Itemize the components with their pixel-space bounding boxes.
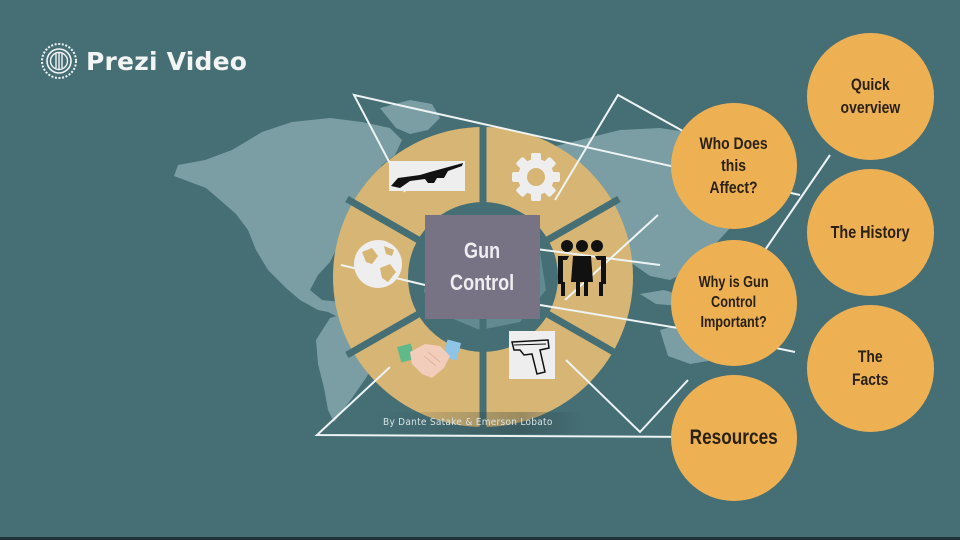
topic-label: The Facts bbox=[852, 347, 889, 389]
byline: By Dante Satake & Emerson Lobato bbox=[383, 417, 553, 428]
rifle-icon[interactable] bbox=[389, 161, 465, 191]
gear-icon[interactable] bbox=[512, 153, 560, 201]
topic-why-important[interactable]: Why is Gun Control Important? bbox=[671, 240, 797, 366]
topic-label: Why is Gun Control Important? bbox=[699, 273, 769, 332]
byline-shadow bbox=[375, 412, 585, 434]
topic-facts[interactable]: The Facts bbox=[807, 305, 934, 432]
topic-resources[interactable]: Resources bbox=[671, 375, 797, 501]
topic-quick-overview[interactable]: Quick overview bbox=[807, 33, 934, 160]
path-connectors bbox=[314, 93, 831, 438]
topic-label: Resources bbox=[689, 426, 779, 450]
handshake-icon[interactable] bbox=[397, 339, 462, 378]
presentation-title[interactable]: Gun Control bbox=[425, 215, 540, 319]
topic-label: Quick overview bbox=[840, 75, 901, 117]
globe-icon[interactable] bbox=[354, 240, 402, 288]
map-greenland bbox=[380, 100, 440, 134]
prezi-logo-icon bbox=[41, 43, 77, 79]
topic-history[interactable]: The History bbox=[807, 169, 934, 296]
bottom-edge bbox=[0, 537, 960, 540]
topic-label: The History bbox=[831, 222, 910, 243]
brand-name: Prezi Video bbox=[86, 46, 248, 76]
prezi-video-logo: Prezi Video bbox=[40, 42, 247, 80]
people-group-icon[interactable] bbox=[558, 240, 606, 296]
topic-label: Who Does this Affect? bbox=[699, 133, 769, 198]
topic-who-affect[interactable]: Who Does this Affect? bbox=[671, 103, 797, 229]
pistol-icon[interactable] bbox=[509, 331, 555, 379]
map-north-america bbox=[174, 118, 402, 318]
presentation-title-text: Gun Control bbox=[450, 238, 515, 295]
